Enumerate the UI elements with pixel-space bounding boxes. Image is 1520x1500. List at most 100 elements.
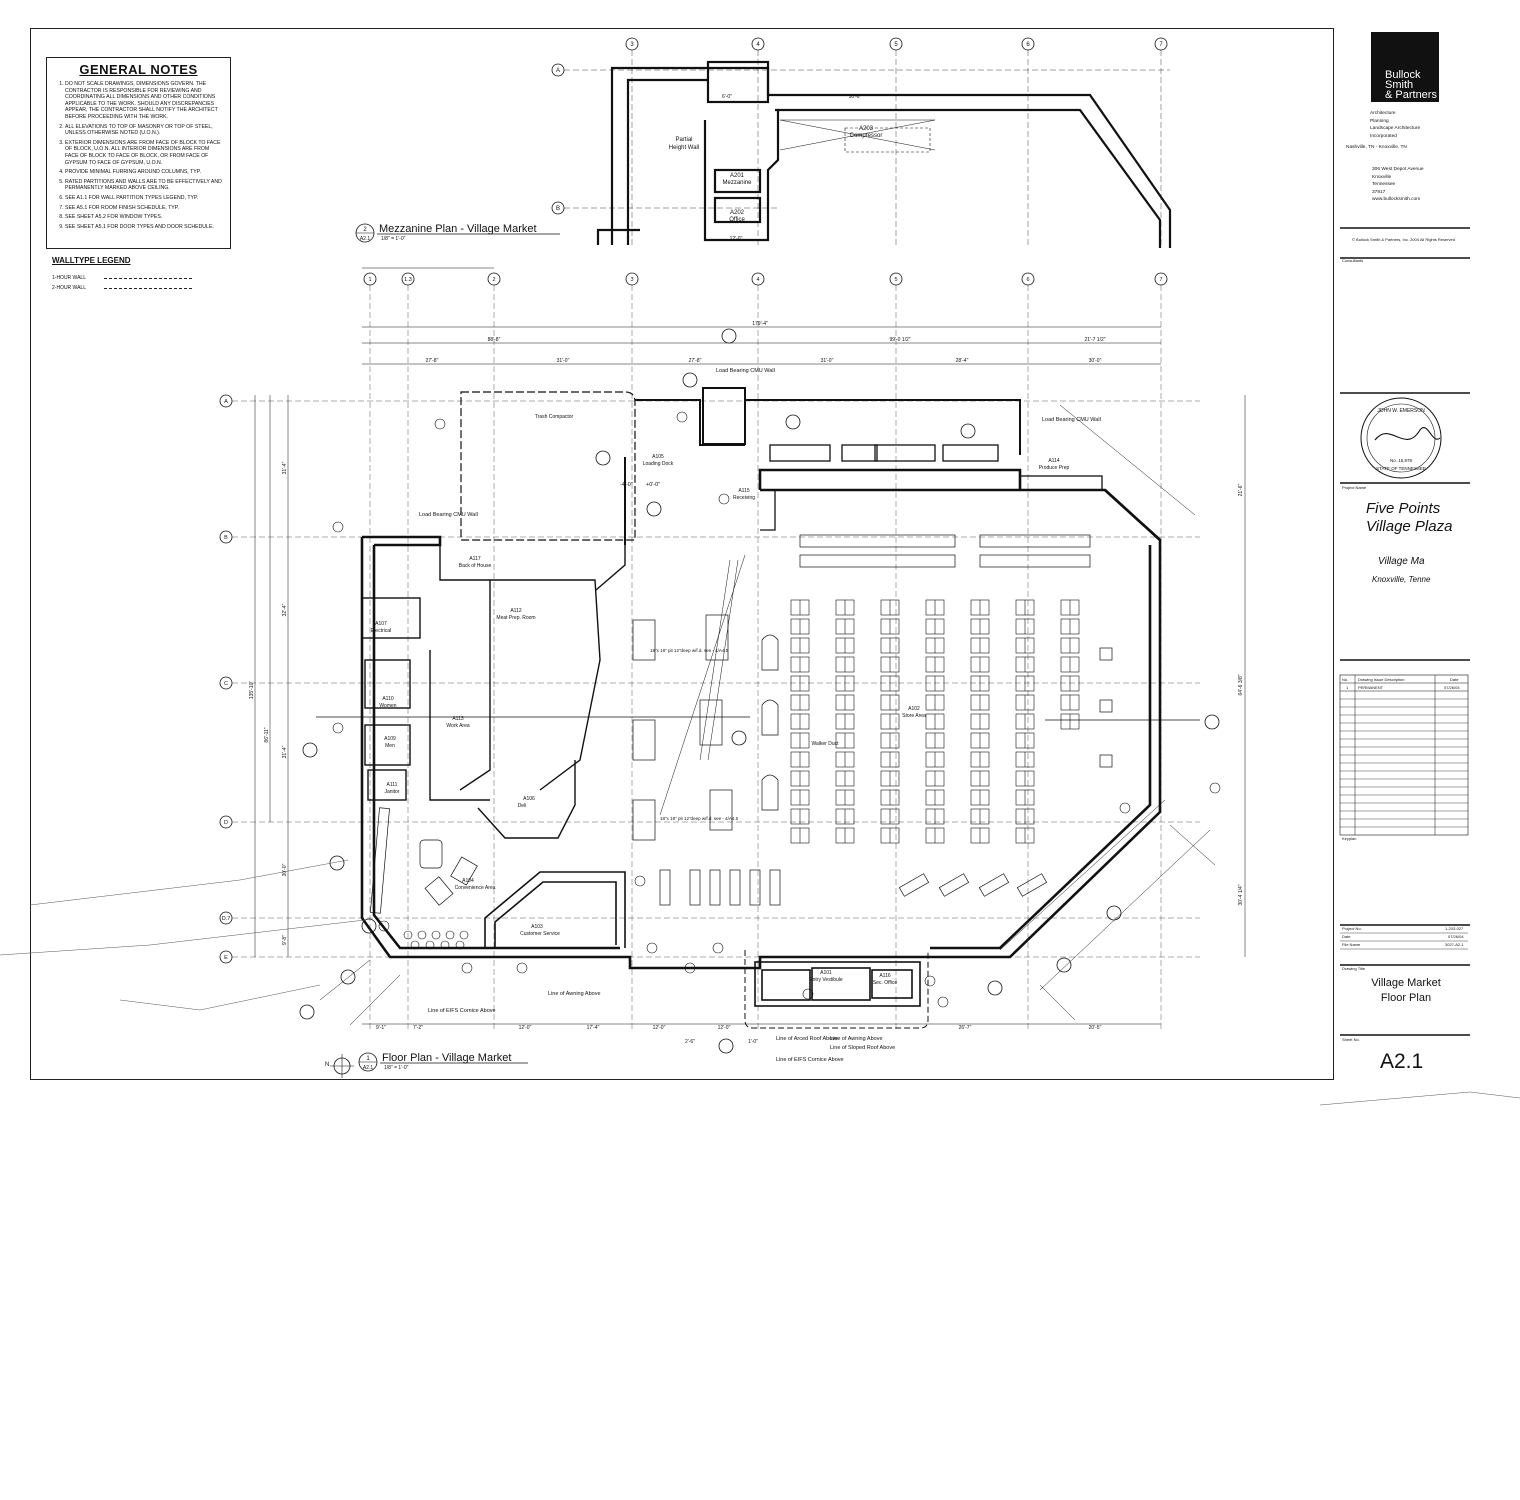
note-item: SEE A5.1 FOR ROOM FINISH SCHEDULE, TYP. bbox=[65, 205, 224, 212]
mezz-a203: A203 bbox=[859, 126, 874, 132]
discipline: Planning bbox=[1370, 118, 1389, 124]
note-sloped: Line of Sloped Roof Above bbox=[830, 1045, 895, 1051]
paper-artifacts bbox=[0, 859, 1520, 1106]
room-a111: A111 bbox=[387, 782, 398, 788]
note-elev: -4'-0" bbox=[620, 482, 633, 488]
dim-left: 31'-4" bbox=[282, 745, 288, 758]
grid-row-label: E bbox=[224, 955, 228, 961]
svg-text:6: 6 bbox=[1026, 42, 1030, 48]
project-city: Knoxville, Tenne bbox=[1372, 575, 1431, 584]
walltype-legend: WALLTYPE LEGEND 1-HOUR WALL 2-HOUR WALL bbox=[52, 256, 192, 295]
legend-label-1hr: 1-HOUR WALL bbox=[52, 275, 86, 281]
note-item: SEE A1.1 FOR WALL PARTITION TYPES LEGEND… bbox=[65, 195, 224, 202]
seal-no: No. 15,978 bbox=[1390, 458, 1413, 463]
issue-desc-head: Drawing Issue Description bbox=[1358, 677, 1404, 682]
dim-right: 64'-6 3/8" bbox=[1238, 674, 1244, 695]
sheet-number: A2.1 bbox=[1380, 1050, 1424, 1073]
sheet-no-label: Sheet No. bbox=[1342, 1037, 1360, 1042]
mezz-a201: A201 bbox=[730, 173, 745, 179]
dim-bottom: 17'-4" bbox=[587, 1025, 600, 1031]
plan-ref-sheet: A2.1 bbox=[363, 1065, 374, 1071]
seating bbox=[403, 930, 469, 950]
note-pit: 18"x 18" pit 12"deep w/f.d. see - 4/A4.5 bbox=[650, 648, 729, 653]
room-electrical: Electrical bbox=[371, 628, 391, 634]
address-line: 306 West Depot Avenue bbox=[1372, 167, 1424, 172]
svg-text:7: 7 bbox=[1159, 42, 1163, 48]
note-item: PROVIDE MINIMAL FURRING AROUND COLUMNS, … bbox=[65, 169, 224, 176]
grid-row-label: D.7 bbox=[222, 916, 231, 922]
dim-left: 30'-0" bbox=[282, 863, 288, 876]
grid-col-label: 1 bbox=[368, 277, 371, 283]
dim-top: 31'-0" bbox=[557, 358, 570, 364]
note-item: SEE SHEET A5.2 FOR WINDOW TYPES. bbox=[65, 214, 224, 221]
project-name-line: Village Plaza bbox=[1366, 518, 1453, 535]
note-load-bearing: Load Bearing CMU Wall bbox=[716, 368, 775, 374]
room-janitor: Janitor bbox=[384, 789, 399, 795]
dim-bottom: 12'-0" bbox=[519, 1025, 532, 1031]
issue-date: 07/26/04 bbox=[1444, 685, 1460, 690]
dim-right: 30'-4 1/4" bbox=[1238, 884, 1244, 905]
room-boh: Back of House bbox=[459, 563, 492, 569]
mezz-compressor: Compressor bbox=[850, 133, 883, 139]
dim-left: 32'-4" bbox=[282, 603, 288, 616]
note-load-bearing: Load Bearing CMU Wall bbox=[1042, 417, 1101, 423]
mezz-heightwall-label: Height Wall bbox=[669, 145, 699, 151]
room-sec-office: Sec. Office bbox=[873, 980, 898, 986]
grid-row-label: D bbox=[224, 820, 228, 826]
plan-scale: 1/8" = 1'-0" bbox=[384, 1065, 409, 1071]
issue-desc: PERMANENT bbox=[1358, 685, 1384, 690]
room-a103: A103 bbox=[531, 924, 543, 930]
dim-bottom: 9'-1" bbox=[376, 1025, 386, 1031]
dim-bottom: 12'-0" bbox=[718, 1025, 731, 1031]
door-tags bbox=[332, 411, 1221, 1008]
grid-col-label: 1.3 bbox=[404, 277, 412, 283]
shelving bbox=[790, 599, 1080, 844]
legend-row-1hr: 1-HOUR WALL bbox=[52, 275, 192, 281]
room-a104: A104 bbox=[462, 878, 474, 884]
dim-bottom: 12'-0" bbox=[653, 1025, 666, 1031]
plan-notes: Load Bearing CMU Wall Load Bearing CMU W… bbox=[419, 368, 1101, 1063]
date-label: Date bbox=[1342, 934, 1351, 939]
note-pit: 18"x 18" pit 12"deep w/f.d. see - 4/A4.5 bbox=[660, 816, 739, 821]
dim-top: 31'-0" bbox=[821, 358, 834, 364]
note-arced: Line of Arced Roof Above bbox=[776, 1036, 838, 1042]
room-a117: A117 bbox=[469, 556, 481, 562]
mezz-dim-12: 12'-0" bbox=[730, 236, 743, 242]
room-a115: A115 bbox=[738, 488, 750, 494]
dim-sub: 88'-8" bbox=[488, 337, 501, 343]
dim-left: 31'-4" bbox=[282, 461, 288, 474]
dim-bottom: 20'-5" bbox=[1089, 1025, 1102, 1031]
firm-address: 306 West Depot Avenue Knoxville Tennesse… bbox=[1372, 166, 1424, 204]
title-block-lines bbox=[1339, 227, 1470, 1036]
grid-row-label: A bbox=[224, 399, 228, 405]
address-line: 37917 bbox=[1372, 189, 1386, 195]
svg-text:A: A bbox=[556, 68, 560, 74]
mezz-title: Mezzanine Plan - Village Market bbox=[379, 223, 537, 235]
dim-bottom: 26'-7" bbox=[959, 1025, 972, 1031]
dim-sub: 21'-7 1/2" bbox=[1084, 337, 1105, 343]
discipline: Architecture bbox=[1370, 111, 1396, 116]
room-trash: Trash Compactor bbox=[535, 414, 574, 420]
address-line: Tennessee bbox=[1372, 182, 1396, 187]
note-item: RATED PARTITIONS AND WALLS ARE TO BE EFF… bbox=[65, 179, 224, 192]
firm-logo: Bullock Smith & Partners bbox=[1371, 32, 1439, 102]
room-meat: Meat Prep. Room bbox=[496, 615, 535, 621]
room-a102: A102 bbox=[908, 706, 920, 712]
project-no: 1-203-027 bbox=[1445, 926, 1464, 931]
svg-text:5: 5 bbox=[894, 42, 898, 48]
firm-name-line: & Partners bbox=[1385, 89, 1437, 101]
room-a101: A101 bbox=[820, 970, 832, 976]
note-awning: Line of Awning Above bbox=[830, 1036, 883, 1042]
drawing-title-label: Drawing Title bbox=[1342, 966, 1366, 971]
grid-col-label: 3 bbox=[630, 277, 633, 283]
room-a110: A110 bbox=[382, 696, 394, 702]
drawing-title-line: Floor Plan bbox=[1380, 992, 1432, 1004]
exterior-walls bbox=[360, 468, 1162, 970]
dim-sub: 99'-0 1/2" bbox=[889, 337, 910, 343]
note-item: EXTERIOR DIMENSIONS ARE FROM FACE OF BLO… bbox=[65, 140, 224, 166]
drawing-sheet-border bbox=[30, 28, 1334, 1080]
plan-ref-num: 1 bbox=[366, 1056, 370, 1062]
room-a106: A106 bbox=[523, 796, 535, 802]
general-notes-box: GENERAL NOTES DO NOT SCALE DRAWINGS, DIM… bbox=[46, 57, 231, 249]
